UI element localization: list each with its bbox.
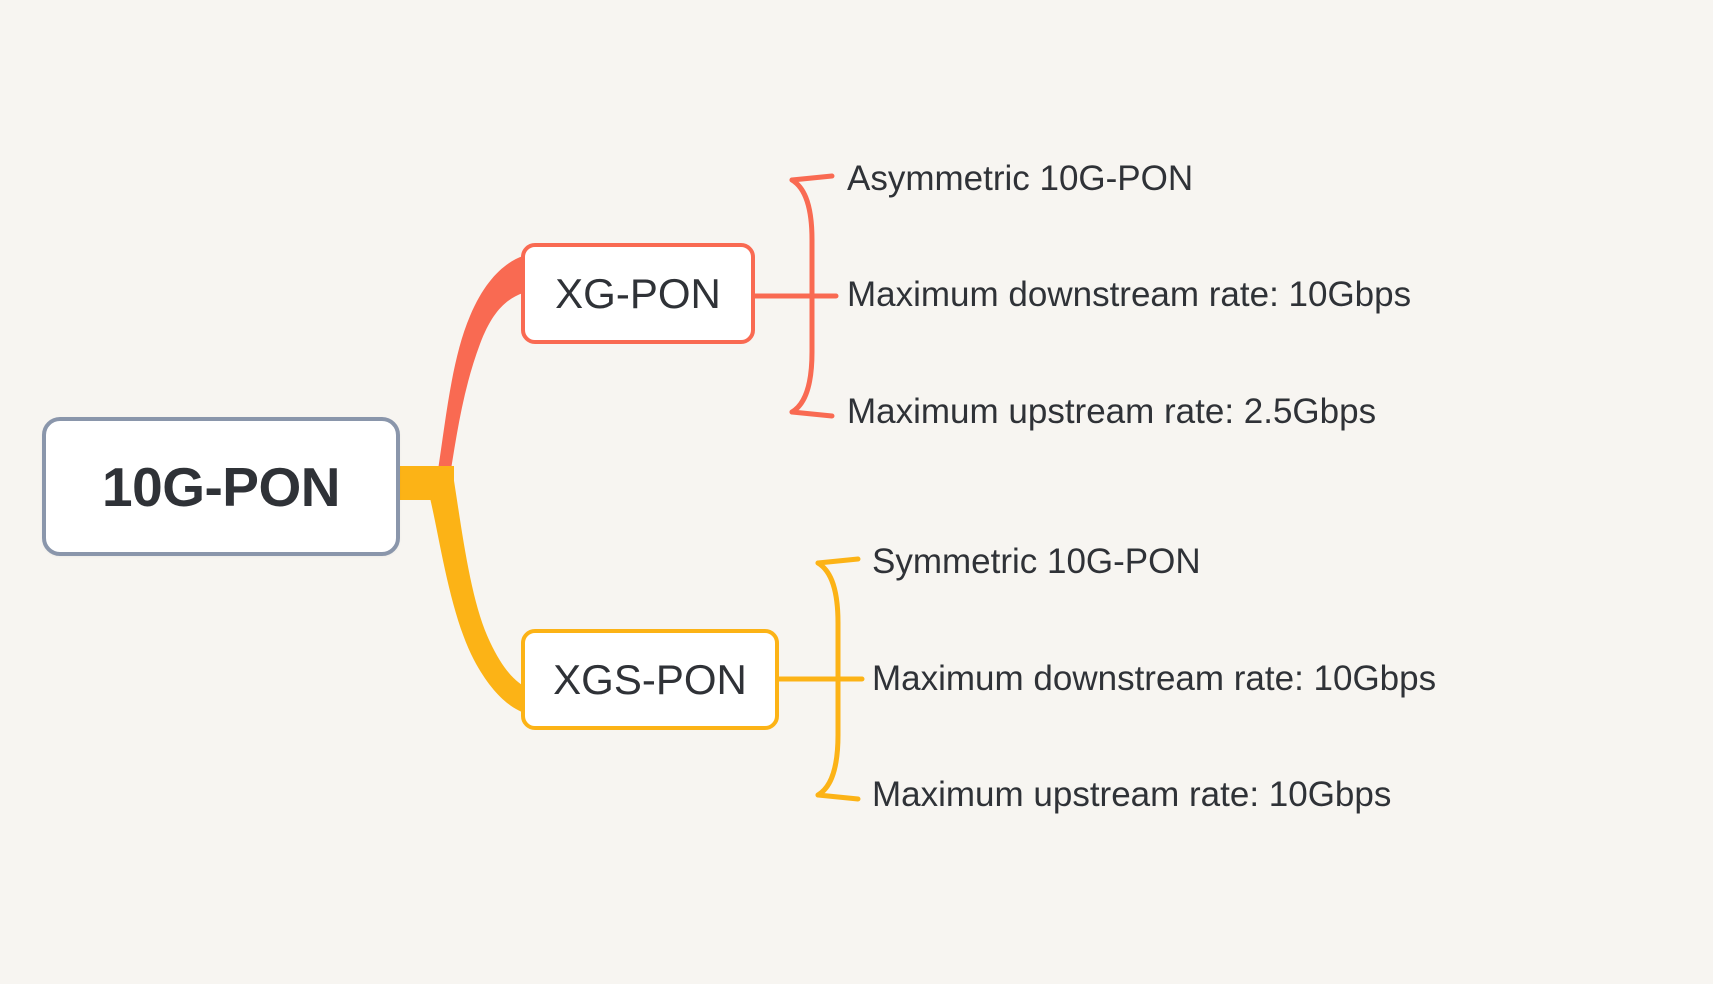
connector-xgpon-child-1	[789, 173, 835, 183]
branch-node-xgs-pon-label: XGS-PON	[553, 655, 747, 703]
leaf-xgs-pon-upstream-rate[interactable]: Maximum upstream rate: 10Gbps	[872, 775, 1392, 814]
branch-node-xg-pon-label: XG-PON	[555, 269, 721, 317]
connector-xgspon-child-3	[815, 792, 861, 802]
branch-node-xgs-pon[interactable]: XGS-PON	[521, 629, 779, 730]
branch-node-xg-pon[interactable]: XG-PON	[521, 243, 755, 344]
connector-xgpon-spine	[789, 177, 815, 415]
connector-root-to-xgpon	[400, 256, 523, 488]
leaf-xg-pon-upstream-rate[interactable]: Maximum upstream rate: 2.5Gbps	[847, 392, 1377, 431]
leaf-xg-pon-asymmetric[interactable]: Asymmetric 10G-PON	[847, 159, 1194, 198]
leaf-xg-pon-downstream-rate[interactable]: Maximum downstream rate: 10Gbps	[847, 275, 1412, 314]
connector-xgpon-child-3	[789, 409, 835, 419]
connector-xgspon-spine	[815, 560, 841, 798]
connector-root-stub	[398, 466, 454, 500]
leaf-xgs-pon-symmetric[interactable]: Symmetric 10G-PON	[872, 542, 1201, 581]
root-node-label: 10G-PON	[102, 455, 340, 518]
leaf-xgs-pon-downstream-rate[interactable]: Maximum downstream rate: 10Gbps	[872, 659, 1437, 698]
connector-xgspon-child-1	[815, 556, 861, 566]
root-node-10g-pon[interactable]: 10G-PON	[42, 417, 400, 556]
connector-root-to-xgspon	[400, 468, 528, 714]
